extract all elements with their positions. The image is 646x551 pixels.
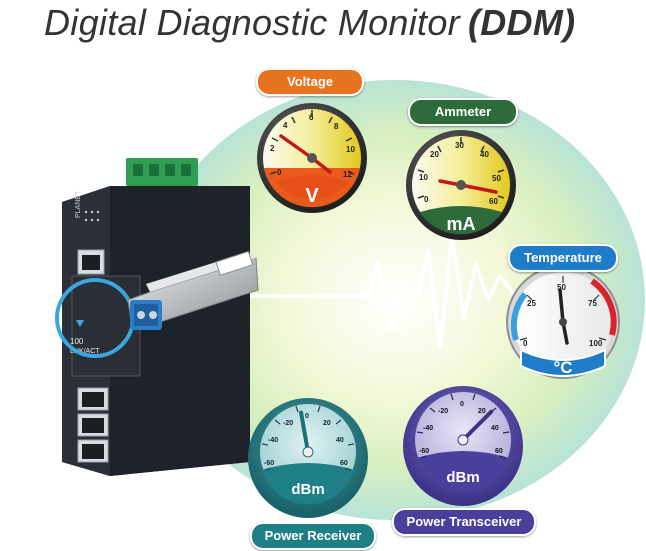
voltage-needle: [279, 134, 314, 160]
temperature-tick: 50: [557, 283, 566, 292]
sfp-module: [127, 250, 259, 330]
ammeter-tick: 0: [424, 195, 429, 204]
port-label: 100: [70, 337, 84, 346]
temperature-tick: 25: [527, 299, 536, 308]
network-switch: PLANET 100 LNK/ACT: [55, 158, 250, 476]
voltage-tick: 4: [283, 121, 288, 130]
temperature-tick: 75: [588, 299, 597, 308]
temperature-tick: 0: [523, 339, 528, 348]
transceiver-tick: 40: [491, 425, 499, 432]
temperature-gauge: 0 25 50 75 100 °C: [506, 265, 620, 379]
temperature-unit: °C: [553, 358, 572, 377]
receiver-unit: dBm: [291, 481, 324, 498]
voltage-tick: 10: [346, 145, 355, 154]
receiver-tick: 20: [323, 420, 331, 427]
power-receiver-label: Power Receiver: [250, 522, 376, 550]
receiver-tick: 60: [340, 460, 348, 467]
terminal-block: [126, 158, 198, 186]
transceiver-tick: 60: [495, 448, 503, 455]
ammeter-tick: 40: [480, 150, 489, 159]
title-abbr: (DDM): [467, 2, 576, 43]
voltage-tick: 6: [309, 113, 314, 122]
transceiver-tick: -60: [419, 448, 429, 455]
temperature-label: Temperature: [508, 244, 618, 272]
signal-wave: [230, 234, 550, 350]
ammeter-needle: [459, 183, 498, 194]
temperature-tick: 100: [589, 339, 603, 348]
rj45-ports: [77, 387, 109, 463]
port-sub-label: LNK/ACT: [70, 348, 100, 355]
voltage-label: Voltage: [256, 68, 364, 96]
voltage-tick: 0: [277, 168, 282, 177]
transceiver-tick: 0: [460, 401, 464, 408]
transceiver-tick: 20: [478, 408, 486, 415]
receiver-tick: -40: [268, 437, 278, 444]
temperature-needle: [558, 288, 565, 324]
ammeter-label: Ammeter: [408, 98, 518, 126]
ammeter-tick: 50: [492, 174, 501, 183]
power-receiver-gauge: -60 -40 -20 0 20 40 60 dBm: [248, 398, 368, 518]
voltage-gauge: 0 2 4 6 8 10 12 V: [257, 103, 367, 213]
voltage-unit: V: [305, 185, 319, 207]
transceiver-tick: -20: [438, 408, 448, 415]
transceiver-needle: [461, 409, 494, 442]
page-title: Digital Diagnostic Monitor(DDM): [44, 2, 575, 44]
receiver-tick: 40: [336, 437, 344, 444]
transceiver-tick: -40: [423, 425, 433, 432]
voltage-tick: 12: [343, 170, 352, 179]
receiver-tick: 0: [305, 413, 309, 420]
ammeter-unit: mA: [446, 214, 475, 234]
device-brand: PLANET: [75, 190, 82, 218]
sfp-slot: [71, 275, 141, 377]
title-main: Digital Diagnostic Monitor: [44, 2, 460, 43]
ammeter-tick: 30: [455, 141, 464, 150]
ammeter-tick: 60: [489, 197, 498, 206]
ammeter-tick: 10: [419, 173, 428, 182]
receiver-tick: -20: [283, 420, 293, 427]
receiver-needle: [299, 410, 310, 454]
voltage-tick: 2: [270, 144, 275, 153]
voltage-tick: 8: [334, 122, 339, 131]
power-transceiver-label: Power Transceiver: [392, 508, 536, 536]
ammeter-tick: 20: [430, 150, 439, 159]
ammeter-gauge: 0 10 20 30 40 50 60 mA: [406, 130, 516, 240]
power-transceiver-gauge: -60 -40 -20 0 20 40 60 dBm: [403, 386, 523, 506]
transceiver-unit: dBm: [446, 469, 479, 486]
receiver-tick: -60: [264, 460, 274, 467]
